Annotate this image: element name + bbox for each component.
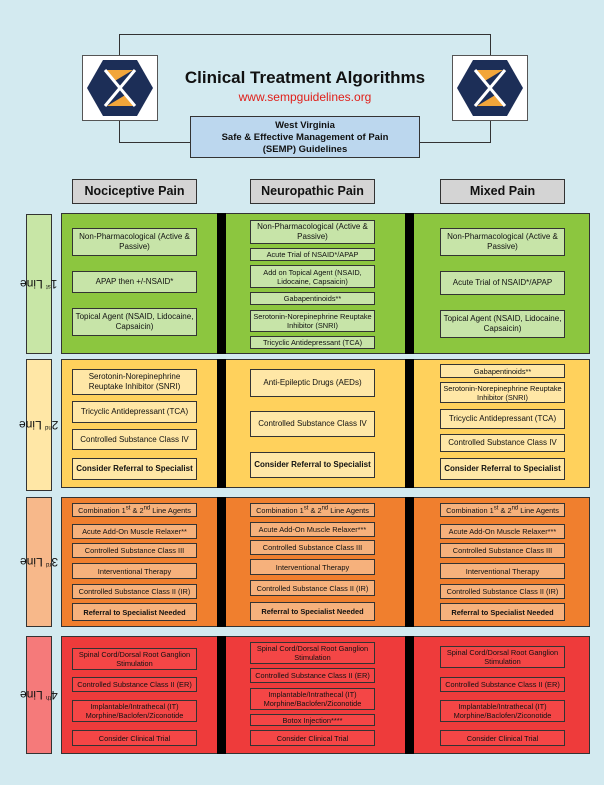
treatment-box: Serotonin-Norepinephrine Reuptake Inhibi…: [72, 369, 197, 395]
website-link[interactable]: www.sempguidelines.org: [238, 90, 372, 104]
line-label: 2nd Line: [19, 418, 59, 432]
treatment-box: Combination 1st & 2nd Line Agents: [440, 503, 565, 517]
treatment-box: Consider Referral to Specialist: [250, 452, 375, 478]
treatment-box: Serotonin-Norepinephrine Reuptake Inhibi…: [250, 310, 375, 332]
treatment-box: Controlled Substance Class IV: [440, 434, 565, 452]
treatment-box: Controlled Substance Class II (IR): [440, 584, 565, 599]
treatment-box: Consider Clinical Trial: [250, 730, 375, 746]
treatment-box: Acute Add-On Muscle Relaxer**: [72, 524, 197, 539]
semp-logo-icon: [457, 60, 523, 116]
treatment-box: Controlled Substance Class II (ER): [440, 677, 565, 692]
treatment-box: Spinal Cord/Dorsal Root Ganglion Stimula…: [72, 648, 197, 670]
treatment-box: Controlled Substance Class II (ER): [250, 668, 375, 683]
semp-logo-icon: [87, 60, 153, 116]
line-label: 1st Line: [20, 277, 58, 291]
treatment-box: Botox Injection****: [250, 714, 375, 726]
treatment-box: Spinal Cord/Dorsal Root Ganglion Stimula…: [440, 646, 565, 668]
column-divider: [217, 497, 226, 627]
treatment-box: Referral to Specialist Needed: [440, 603, 565, 621]
treatment-box: Tricyclic Antidepressant (TCA): [440, 409, 565, 429]
treatment-box: Topical Agent (NSAID, Lidocaine, Capsaic…: [72, 308, 197, 336]
column-divider: [217, 213, 226, 354]
treatment-box: Spinal Cord/Dorsal Root Ganglion Stimula…: [250, 642, 375, 664]
line-tab-1: 1st Line: [20, 214, 58, 354]
treatment-box: Implantable/Intrathecal (IT) Morphine/Ba…: [72, 700, 197, 722]
treatment-box: Gabapentinoids**: [250, 292, 375, 305]
column-header-mixed: Mixed Pain: [440, 179, 565, 204]
column-divider: [405, 213, 414, 354]
header-frame-mask: [120, 53, 490, 121]
line-tab-4: 4th Line: [20, 636, 58, 754]
treatment-box: Acute Trial of NSAID*/APAP: [440, 271, 565, 295]
column-header-neuropathic: Neuropathic Pain: [250, 179, 375, 204]
column-divider: [217, 359, 226, 488]
treatment-box: Non-Pharmacological (Active & Passive): [440, 228, 565, 256]
treatment-box: Consider Referral to Specialist: [72, 458, 197, 480]
treatment-box: Add on Topical Agent (NSAID, Lidocaine, …: [250, 265, 375, 288]
treatment-box: Interventional Therapy: [72, 563, 197, 579]
treatment-box: Acute Add-On Muscle Relaxer***: [440, 524, 565, 539]
guideline-box: West Virginia Safe & Effective Managemen…: [190, 116, 420, 158]
treatment-box: Consider Clinical Trial: [72, 730, 197, 746]
page-title: Clinical Treatment Algorithms: [184, 68, 426, 87]
treatment-box: Implantable/Intrathecal (IT) Morphine/Ba…: [440, 700, 565, 722]
treatment-box: Controlled Substance Class III: [250, 540, 375, 555]
treatment-box: Referral to Specialist Needed: [250, 602, 375, 621]
line-label: 4th Line: [20, 688, 58, 702]
treatment-box: Anti-Epileptic Drugs (AEDs): [250, 369, 375, 397]
column-divider: [405, 497, 414, 627]
treatment-box: Controlled Substance Class IV: [250, 411, 375, 437]
left-logo: [82, 55, 158, 121]
treatment-box: Non-Pharmacological (Active & Passive): [250, 220, 375, 244]
treatment-box: APAP then +/-NSAID*: [72, 271, 197, 293]
treatment-box: Referral to Specialist Needed: [72, 603, 197, 621]
line-tab-3: 3rd Line: [20, 497, 58, 627]
treatment-box: Consider Clinical Trial: [440, 730, 565, 746]
treatment-box: Interventional Therapy: [440, 563, 565, 579]
treatment-box: Gabapentinoids**: [440, 364, 565, 378]
treatment-box: Controlled Substance Class III: [440, 543, 565, 558]
line-tab-2: 2nd Line: [19, 359, 59, 491]
column-header-nociceptive: Nociceptive Pain: [72, 179, 197, 204]
treatment-box: Combination 1st & 2nd Line Agents: [250, 503, 375, 517]
line-label: 3rd Line: [19, 555, 59, 569]
treatment-box: Tricyclic Antidepressant (TCA): [72, 401, 197, 423]
column-divider: [217, 636, 226, 754]
treatment-box: Implantable/Intrathecal (IT) Morphine/Ba…: [250, 688, 375, 710]
treatment-box: Controlled Substance Class II (IR): [250, 580, 375, 596]
treatment-box: Acute Add-On Muscle Relaxer***: [250, 522, 375, 537]
guideline-line: West Virginia: [275, 120, 335, 131]
column-divider: [405, 359, 414, 488]
treatment-box: Serotonin-Norepinephrine Reuptake Inhibi…: [440, 382, 565, 403]
treatment-box: Consider Referral to Specialist: [440, 458, 565, 480]
treatment-box: Controlled Substance Class IV: [72, 429, 197, 450]
treatment-box: Combination 1st & 2nd Line Agents: [72, 503, 197, 517]
treatment-box: Controlled Substance Class II (IR): [72, 584, 197, 599]
column-divider: [405, 636, 414, 754]
guideline-line: (SEMP) Guidelines: [262, 144, 348, 155]
treatment-box: Controlled Substance Class III: [72, 543, 197, 558]
treatment-box: Interventional Therapy: [250, 559, 375, 575]
treatment-box: Acute Trial of NSAID*/APAP: [250, 248, 375, 261]
right-logo: [452, 55, 528, 121]
treatment-box: Non-Pharmacological (Active & Passive): [72, 228, 197, 256]
treatment-box: Controlled Substance Class II (ER): [72, 677, 197, 692]
treatment-box: Topical Agent (NSAID, Lidocaine, Capsaic…: [440, 310, 565, 338]
treatment-box: Tricyclic Antidepressant (TCA): [250, 336, 375, 349]
guideline-line: Safe & Effective Management of Pain: [221, 132, 389, 143]
